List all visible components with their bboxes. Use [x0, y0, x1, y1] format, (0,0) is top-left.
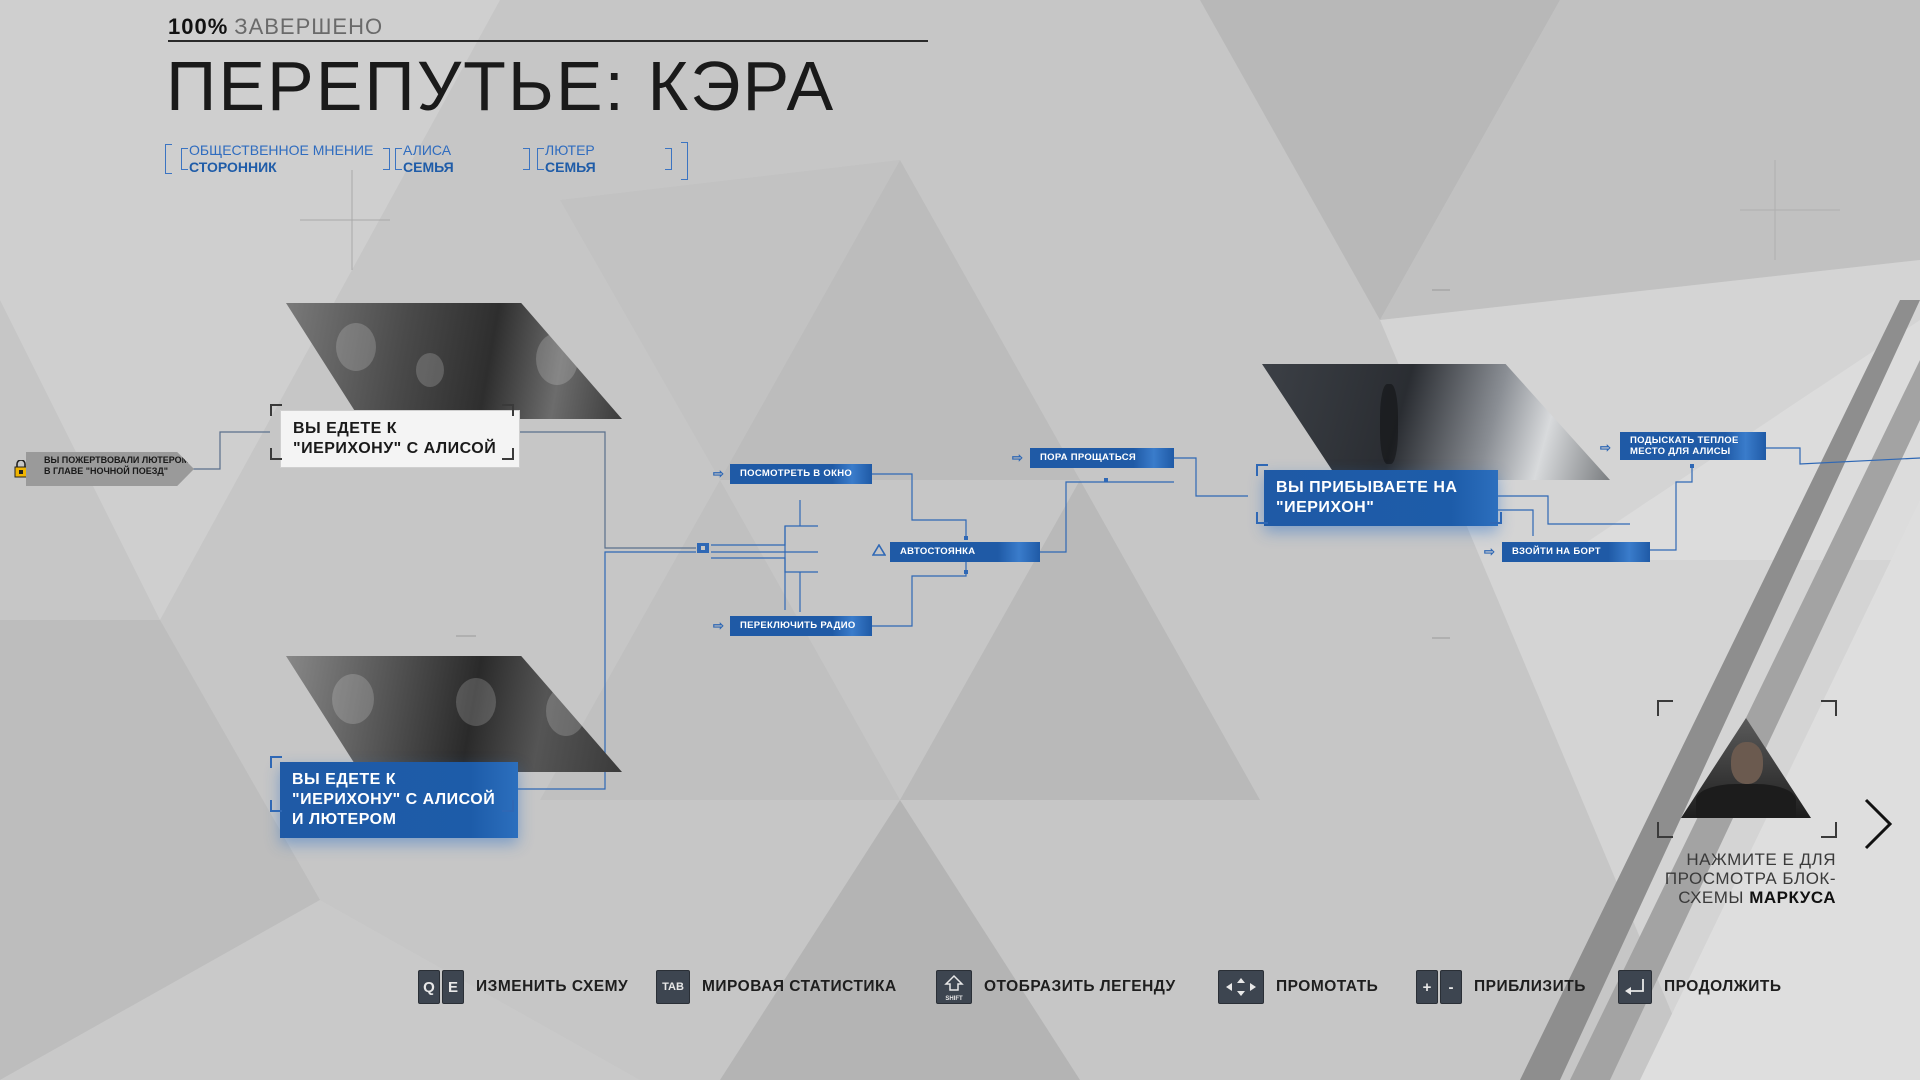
- node-corner: [502, 800, 514, 812]
- control-label: ИЗМЕНИТЬ СХЕМУ: [476, 978, 629, 995]
- world-stats-control[interactable]: TAB МИРОВАЯ СТАТИСТИКА: [656, 968, 897, 1006]
- completion-label: ЗАВЕРШЕНО: [234, 14, 384, 39]
- stat-label: АЛИСА: [403, 142, 452, 158]
- node-corner: [502, 448, 514, 460]
- entry-arrow-icon: ⇨: [1600, 440, 1611, 455]
- control-label: ПРОДОЛЖИТЬ: [1664, 978, 1782, 995]
- node-label: ВЫ ЕДЕТЕ К "ИЕРИХОНУ" С АЛИСОЙ И ЛЮТЕРОМ: [292, 771, 496, 828]
- node-corner: [270, 756, 282, 768]
- node-corner: [1490, 512, 1502, 524]
- node-find-warm-place[interactable]: ПОДЫСКАТЬ ТЕПЛОЕ МЕСТО ДЛЯ АЛИСЫ: [1620, 432, 1766, 460]
- stat-value: СЕМЬЯ: [545, 159, 596, 175]
- shift-key-icon: SHIFT: [936, 970, 972, 1004]
- header-divider: [168, 40, 928, 42]
- chapter-title: ПЕРЕПУТЬЕ: КЭРА: [166, 47, 836, 125]
- show-legend-control[interactable]: SHIFT ОТОБРАЗИТЬ ЛЕГЕНДУ: [936, 968, 1176, 1006]
- node-parking[interactable]: АВТОСТОЯНКА: [890, 542, 1040, 562]
- node-time-to-say-goodbye[interactable]: ПОРА ПРОЩАТЬСЯ: [1030, 448, 1174, 468]
- node-switch-radio[interactable]: ПЕРЕКЛЮЧИТЬ РАДИО: [730, 616, 872, 636]
- key-plus: +: [1416, 970, 1438, 1004]
- stats-bracket-left: [165, 144, 172, 174]
- stat-luther: ЛЮТЕР СЕМЬЯ: [545, 142, 596, 176]
- node-corner: [1256, 512, 1268, 524]
- stat-public-opinion: ОБЩЕСТВЕННОЕ МНЕНИЕ СТОРОННИК: [189, 142, 373, 176]
- entry-arrow-icon: ⇨: [1484, 544, 1495, 559]
- entry-arrow-icon: ⇨: [713, 466, 724, 481]
- stat-alice: АЛИСА СЕМЬЯ: [403, 142, 454, 176]
- continue-control[interactable]: ПРОДОЛЖИТЬ: [1618, 968, 1781, 1006]
- stat-bracket: [523, 148, 530, 170]
- node-going-with-alice[interactable]: ВЫ ЕДЕТЕ К "ИЕРИХОНУ" С АЛИСОЙ: [280, 410, 520, 468]
- control-label: ПРОМОТАТЬ: [1276, 978, 1379, 995]
- key-minus: -: [1440, 970, 1462, 1004]
- key-e: E: [442, 970, 464, 1004]
- hint-text: НАЖМИТЕ E ДЛЯ ПРОСМОТРА БЛОК-СХЕМЫ: [1664, 850, 1836, 907]
- stat-bracket: [665, 148, 672, 170]
- pan-arrows-icon: [1218, 970, 1264, 1004]
- stat-bracket: [383, 148, 390, 170]
- panel-corner: [1821, 700, 1837, 716]
- node-going-with-alice-luther[interactable]: ВЫ ЕДЕТЕ К "ИЕРИХОНУ" С АЛИСОЙ И ЛЮТЕРОМ: [280, 762, 518, 838]
- node-corner: [1256, 464, 1268, 476]
- node-look-out-window[interactable]: ПОСМОТРЕТЬ В ОКНО: [730, 464, 872, 484]
- next-character-panel[interactable]: [1657, 700, 1839, 840]
- node-corner: [270, 404, 282, 416]
- stat-label: ЛЮТЕР: [545, 142, 595, 158]
- stat-bracket: [181, 148, 188, 170]
- branch-junction-icon: [697, 543, 709, 553]
- zoom-control[interactable]: + - ПРИБЛИЗИТЬ: [1416, 968, 1586, 1006]
- completion-indicator: 100%ЗАВЕРШЕНО: [168, 14, 383, 40]
- chevron-right-icon[interactable]: [1862, 796, 1894, 852]
- node-corner: [270, 448, 282, 460]
- node-arrive-jericho[interactable]: ВЫ ПРИБЫВАЕТЕ НА "ИЕРИХОН": [1264, 470, 1498, 526]
- stat-bracket: [395, 148, 402, 170]
- key-tab: TAB: [656, 970, 690, 1004]
- control-hints: Q E ИЗМЕНИТЬ СХЕМУ TAB МИРОВАЯ СТАТИСТИК…: [418, 968, 1818, 1006]
- key-q: Q: [418, 970, 440, 1004]
- stat-label: ОБЩЕСТВЕННОЕ МНЕНИЕ: [189, 142, 374, 158]
- stat-bracket: [537, 148, 544, 170]
- control-label: ОТОБРАЗИТЬ ЛЕГЕНДУ: [984, 978, 1176, 995]
- stats-bracket-right: [681, 142, 688, 180]
- completion-value: 100%: [168, 14, 229, 39]
- node-label: ВЫ ЕДЕТЕ К "ИЕРИХОНУ" С АЛИСОЙ: [293, 420, 497, 457]
- shift-key-label: SHIFT: [945, 996, 963, 1002]
- control-label: ПРИБЛИЗИТЬ: [1474, 978, 1586, 995]
- node-board-ship[interactable]: ВЗОЙТИ НА БОРТ: [1502, 542, 1650, 562]
- stat-value: СТОРОННИК: [189, 159, 277, 175]
- entry-arrow-icon: ⇨: [713, 618, 724, 633]
- panel-corner: [1657, 822, 1673, 838]
- stat-value: СЕМЬЯ: [403, 159, 454, 175]
- enter-key-icon: [1618, 970, 1652, 1004]
- node-corner: [270, 800, 282, 812]
- previous-choice-node[interactable]: ВЫ ПОЖЕРТВОВАЛИ ЛЮТЕРОМ В ГЛАВЕ "НОЧНОЙ …: [26, 452, 194, 486]
- panel-corner: [1657, 700, 1673, 716]
- entry-arrow-icon: ⇨: [1012, 450, 1023, 465]
- panel-corner: [1821, 822, 1837, 838]
- auto-event-triangle-icon: [872, 544, 886, 556]
- node-corner: [502, 404, 514, 416]
- node-label: ВЫ ПРИБЫВАЕТЕ НА "ИЕРИХОН": [1276, 479, 1458, 516]
- change-chart-control[interactable]: Q E ИЗМЕНИТЬ СХЕМУ: [418, 968, 628, 1006]
- scroll-control[interactable]: ПРОМОТАТЬ: [1218, 968, 1378, 1006]
- character-portrait: [1681, 718, 1811, 818]
- character-name: МАРКУСА: [1749, 888, 1836, 907]
- relationship-stats: ОБЩЕСТВЕННОЕ МНЕНИЕ СТОРОННИК АЛИСА СЕМЬ…: [165, 142, 689, 182]
- control-label: МИРОВАЯ СТАТИСТИКА: [702, 978, 897, 995]
- next-character-hint: НАЖМИТЕ E ДЛЯ ПРОСМОТРА БЛОК-СХЕМЫ МАРКУ…: [1610, 850, 1836, 907]
